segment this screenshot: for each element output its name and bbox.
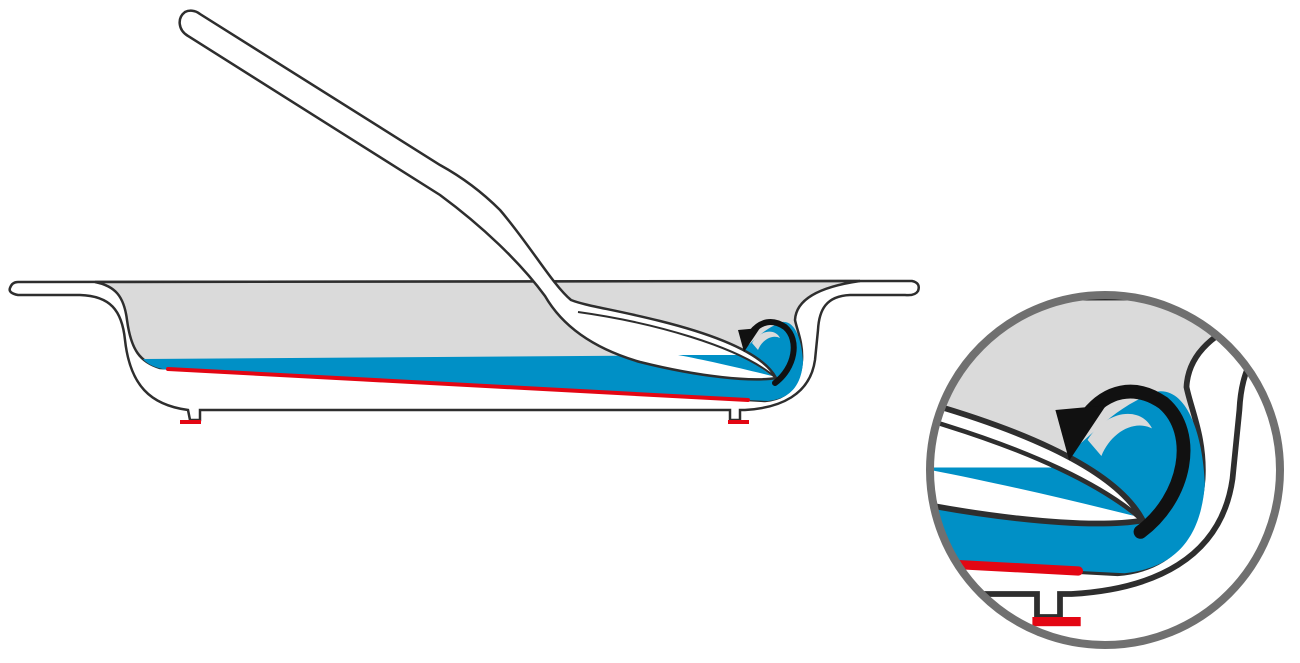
main-scene bbox=[10, 11, 919, 424]
magnifier-circle bbox=[926, 291, 1284, 649]
